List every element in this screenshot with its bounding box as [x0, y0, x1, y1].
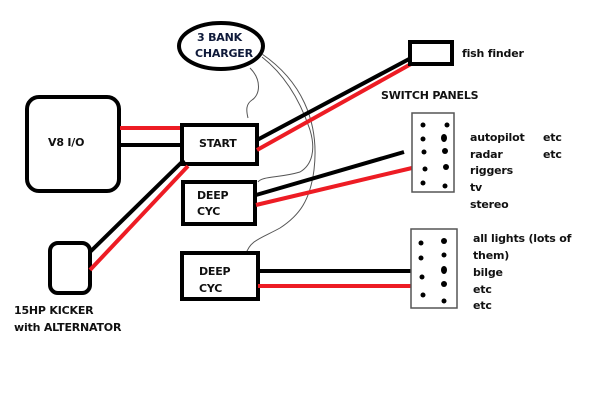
panel2-item: bilge — [473, 266, 503, 279]
switch-panel-2-switches — [418, 238, 447, 304]
panel1-item: autopilot — [470, 131, 525, 144]
deep-cycle-1-box — [181, 180, 257, 226]
deep-cycle-2-box — [180, 251, 260, 301]
switch-panel-2 — [410, 228, 458, 309]
panel2-item: etc — [473, 283, 492, 296]
panel1-item: tv — [470, 181, 483, 194]
start-battery-box — [180, 123, 259, 166]
kicker-label-line2: with ALTERNATOR — [14, 321, 122, 334]
charger-label-line2: CHARGER — [195, 47, 253, 60]
panel1-item: radar — [470, 148, 503, 161]
start-fishfinder-negative-wire — [256, 56, 412, 142]
kicker-start-negative-wire — [88, 158, 186, 254]
charger-lead-start — [246, 67, 259, 119]
charger-label-line1: 3 BANK — [197, 31, 242, 44]
engine-box — [25, 95, 121, 193]
deep1-panel1-negative-wire — [255, 150, 405, 197]
panel1-item: riggers — [470, 164, 513, 177]
panel1-extra: etc — [543, 131, 562, 144]
panel2-item: etc — [473, 299, 492, 312]
engine-label: V8 I/O — [48, 136, 85, 149]
kicker-start-positive-wire — [88, 164, 190, 272]
switch-panel-1-switches — [420, 122, 450, 189]
panel2-item: all lights (lots of — [473, 232, 572, 245]
start-battery-label: START — [199, 137, 237, 150]
panel1-extra: etc — [543, 148, 562, 161]
panel1-item: stereo — [470, 198, 509, 211]
deep-cycle-1-label-line2: CYC — [197, 205, 221, 218]
panel2-item: them) — [473, 249, 510, 262]
start-fishfinder-positive-wire — [256, 62, 412, 152]
fish-finder-label: fish finder — [462, 47, 524, 60]
switch-panels-title: SWITCH PANELS — [381, 89, 479, 102]
deep1-panel1-positive-wire — [255, 166, 413, 207]
deep-cycle-1-label-line1: DEEP — [197, 189, 229, 202]
kicker-box — [48, 241, 92, 295]
deep-cycle-2-label-line2: CYC — [199, 282, 223, 295]
fish-finder-box — [408, 40, 454, 66]
kicker-label-line1: 15HP KICKER — [14, 304, 94, 317]
deep-cycle-2-label-line1: DEEP — [199, 265, 231, 278]
charger-lead-deep1 — [257, 56, 314, 183]
charger-ellipse — [177, 21, 265, 71]
